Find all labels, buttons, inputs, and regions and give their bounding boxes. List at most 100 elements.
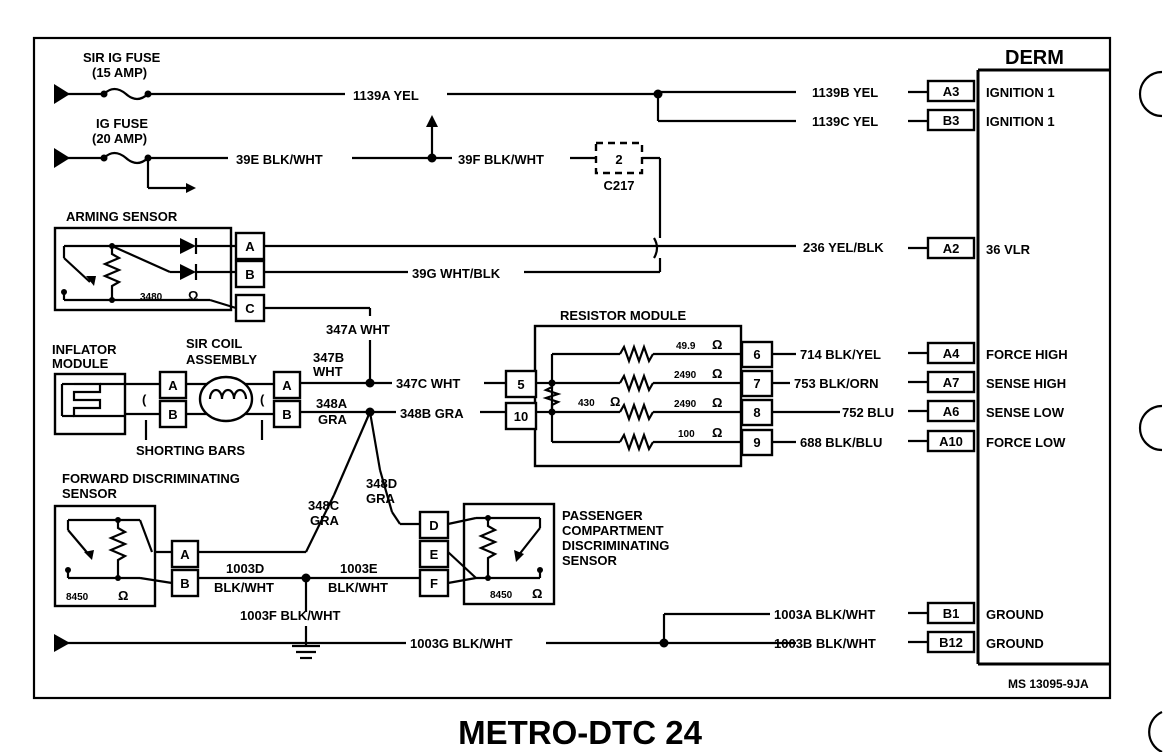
wire-1003d-label-2: BLK/WHT <box>214 580 274 595</box>
derm-pin-function: SENSE LOW <box>986 405 1065 420</box>
fuse-icon <box>103 87 149 101</box>
resistor-pin-10: 10 <box>514 409 528 424</box>
ground-icon <box>292 644 320 660</box>
arming-res-value: 3480 <box>140 292 163 303</box>
derm-pin-b1: B1 GROUND <box>926 601 1044 625</box>
derm-pin-function: SENSE HIGH <box>986 376 1066 391</box>
wire-236-label: 236 YEL/BLK <box>803 240 884 255</box>
passenger-sensor-line1: PASSENGER <box>562 508 643 523</box>
wire-1003b-label: 1003B BLK/WHT <box>774 636 876 651</box>
arming-connector: A B C <box>234 231 266 323</box>
binder-hole-mark <box>1138 404 1163 452</box>
wire-39g-label: 39G WHT/BLK <box>412 266 501 281</box>
wire-753-label: 753 BLK/ORN <box>794 376 879 391</box>
res-ohm-1: Ω <box>712 337 722 352</box>
derm-module: DERM <box>976 47 1110 666</box>
derm-pin-label: A7 <box>943 375 960 390</box>
wire-39e-label: 39E BLK/WHT <box>236 152 323 167</box>
sir-coil-line2: ASSEMBLY <box>186 352 257 367</box>
derm-pin-function: IGNITION 1 <box>986 85 1055 100</box>
forward-pin-a: A <box>180 547 190 562</box>
derm-pin-a4: A4 FORCE HIGH <box>926 341 1068 365</box>
passenger-sensor-line3: DISCRIMINATING <box>562 538 669 553</box>
page-title: METRO-DTC 24 <box>458 714 702 751</box>
wire-348a-label-1: 348A <box>316 396 348 411</box>
ig-fuse-label: IG FUSE <box>96 116 148 131</box>
sir-coil-assembly: SIR COIL ASSEMBLY ( <box>186 336 274 423</box>
arming-sensor-title: ARMING SENSOR <box>66 209 178 224</box>
wire-347b-label-1: 347B <box>313 350 344 365</box>
wire-752-label: 752 BLU <box>842 405 894 420</box>
shorting-bar-mark: ( <box>260 392 265 407</box>
wire-347c-label: 347C WHT <box>396 376 460 391</box>
sir-coil-line1: SIR COIL <box>186 336 242 351</box>
wire-1003f-label: 1003F BLK/WHT <box>240 608 340 623</box>
wire-1139a-label: 1139A YEL <box>353 88 419 103</box>
arming-pin-c: C <box>245 301 255 316</box>
inflator-connector: A B <box>158 370 188 429</box>
derm-pin-label: A4 <box>943 346 960 361</box>
arming-sensor: ARMING SENSOR 3480 Ω <box>53 209 233 312</box>
diagram-frame <box>32 36 1112 700</box>
wire-348a-label-2: GRA <box>318 412 348 427</box>
wire-1003e-label-2: BLK/WHT <box>328 580 388 595</box>
res-ohm-2: Ω <box>712 366 722 381</box>
derm-pin-label: A2 <box>943 241 960 256</box>
forward-pin-b: B <box>180 576 189 591</box>
ig-fuse-amp: (20 AMP) <box>92 131 147 146</box>
derm-pin-function: FORCE HIGH <box>986 347 1068 362</box>
wire-1003g-label: 1003G BLK/WHT <box>410 636 513 651</box>
resistor-icon <box>619 372 654 394</box>
sir-coil-connector: A B <box>272 370 302 429</box>
wire-348b-label: 348B GRA <box>400 406 464 421</box>
switch-icon <box>63 257 91 283</box>
reference-code: MS 13095-9JA <box>1008 677 1089 691</box>
derm-pin-a3: A3 IGNITION 1 <box>926 79 1055 103</box>
wire-1003a-label: 1003A BLK/WHT <box>774 607 875 622</box>
passenger-pin-d: D <box>429 518 438 533</box>
forward-discriminating-sensor: FORWARD DISCRIMINATING SENSOR 8450 Ω <box>53 471 240 608</box>
derm-pin-label: A6 <box>943 404 960 419</box>
sir-coil-pin-a: A <box>282 378 292 393</box>
wire-348c-label-2: GRA <box>310 513 340 528</box>
passenger-sensor-line2: COMPARTMENT <box>562 523 664 538</box>
resistor-pin-7: 7 <box>753 376 760 391</box>
passenger-pin-f: F <box>430 576 438 591</box>
resistor-icon <box>619 431 654 453</box>
derm-pin-label: B12 <box>939 635 963 650</box>
resistor-icon <box>102 246 122 300</box>
sir-coil-pin-b: B <box>282 407 291 422</box>
diode-icon <box>180 264 196 280</box>
resistor-module-title: RESISTOR MODULE <box>560 308 686 323</box>
passenger-res-value: 8450 <box>490 590 513 601</box>
wire-347b-label-2: WHT <box>313 364 343 379</box>
shorting-bar-mark: ( <box>142 392 147 407</box>
arming-pin-b: B <box>245 267 254 282</box>
passenger-compartment-sensor: 8450 Ω <box>447 502 556 606</box>
derm-pin-label: A10 <box>939 434 963 449</box>
resistor-pin-8: 8 <box>753 405 760 420</box>
derm-pin-b3: B3 IGNITION 1 <box>926 108 1055 132</box>
wire-39f-label: 39F BLK/WHT <box>458 152 544 167</box>
res-value-3: 2490 <box>674 399 697 410</box>
derm-title: DERM <box>1005 47 1064 69</box>
arrow-up-icon <box>426 115 438 127</box>
c217-name: C217 <box>603 178 634 193</box>
derm-pin-label: A3 <box>943 84 960 99</box>
forward-sensor-connector: A B <box>170 539 200 598</box>
shorting-bars-label: SHORTING BARS <box>136 443 245 458</box>
wire-347a-label: 347A WHT <box>326 322 390 337</box>
splice-dot <box>365 378 375 388</box>
inflator-pin-b: B <box>168 407 177 422</box>
resistor-module: RESISTOR MODULE 5 10 430 Ω 49.9 Ω 2490 Ω… <box>504 308 774 468</box>
passenger-pin-e: E <box>430 547 439 562</box>
derm-pin-label: B3 <box>943 113 960 128</box>
c217-pin: 2 <box>615 152 622 167</box>
sir-ig-fuse: SIR IG FUSE (15 AMP) <box>54 50 345 104</box>
sir-fuse-amp: (15 AMP) <box>92 65 147 80</box>
inflator-pin-a: A <box>168 378 178 393</box>
wire-crossover <box>653 237 659 259</box>
resistor-icon <box>478 518 498 578</box>
derm-pin-b12: B12 GROUND <box>926 630 1044 654</box>
derm-pin-a6: A6 SENSE LOW <box>926 399 1065 423</box>
